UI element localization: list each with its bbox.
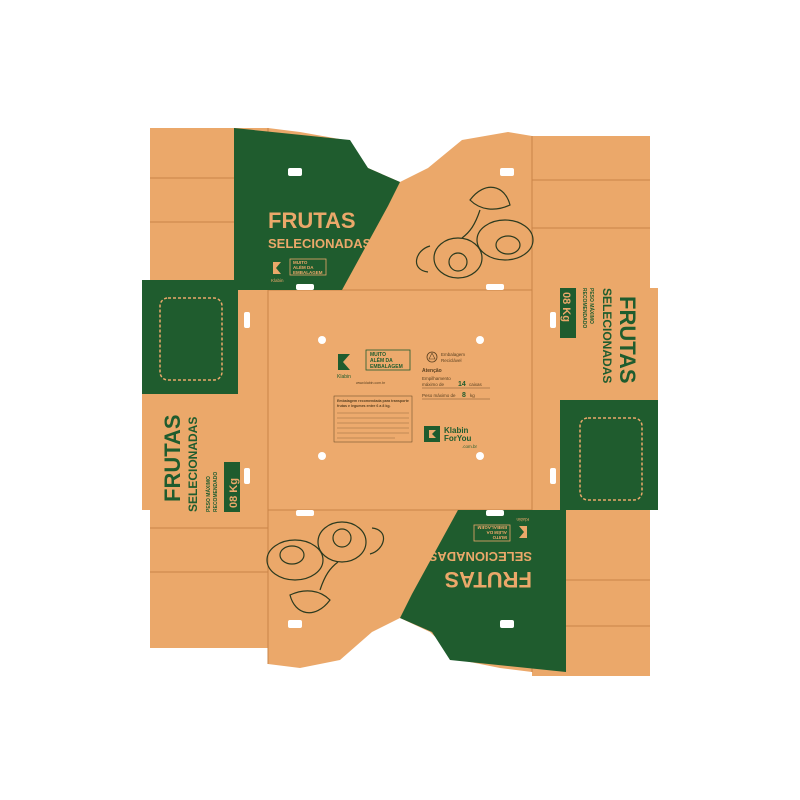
stacking-label-1: Empilhamento xyxy=(422,376,451,381)
vent-hole xyxy=(318,452,326,460)
bottom-green-print xyxy=(400,510,566,672)
klabin-logo-icon xyxy=(424,426,440,442)
hand-hole xyxy=(500,620,514,628)
klabin-logo-icon xyxy=(519,526,527,538)
footer-logo-2: ForYou xyxy=(444,434,472,443)
stacking-value: 14 xyxy=(458,381,466,388)
right-green-band xyxy=(560,400,658,510)
right-weight-label-2: RECOMENDADO xyxy=(581,288,587,328)
bottom-title: FRUTAS xyxy=(444,567,532,592)
hand-hole xyxy=(288,620,302,628)
recycle-label-2: Reciclável xyxy=(441,358,462,363)
attention-label: Atenção xyxy=(422,368,442,374)
left-title: FRUTAS xyxy=(160,414,185,502)
base-website: www.klabin.com.br xyxy=(356,381,386,385)
weight-unit: kg xyxy=(470,393,475,398)
info-table xyxy=(333,395,413,443)
base-tagline-2: ALÉM DA xyxy=(370,356,393,364)
vent-hole xyxy=(476,452,484,460)
right-panel-print: FRUTAS SELECIONADAS PESO MÁXIMO RECOMEND… xyxy=(560,288,640,384)
right-subtitle: SELECIONADAS xyxy=(600,288,614,383)
slot xyxy=(550,468,556,484)
top-tagline-2: ALÉM DA xyxy=(293,263,314,270)
bottom-tagline-box xyxy=(473,524,511,542)
slot xyxy=(486,510,504,516)
slot xyxy=(244,312,250,328)
footer-logo-1: Klabin xyxy=(444,426,469,435)
top-brand: Klabin xyxy=(271,278,284,283)
slot xyxy=(244,468,250,484)
left-panel-print: FRUTAS SELECIONADAS PESO MÁXIMO RECOMEND… xyxy=(160,414,240,512)
recycle-icon xyxy=(426,351,438,363)
base-panel xyxy=(268,290,532,510)
right-title: FRUTAS xyxy=(615,296,640,384)
info-heading-1: Embalagem recomendada para transporte xyxy=(337,399,409,403)
top-panel-print: FRUTAS SELECIONADAS Klabin MUITO ALÉM DA… xyxy=(268,208,372,283)
right-weight-label-1: PESO MÁXIMO xyxy=(588,288,595,324)
klabin-logo-icon xyxy=(273,262,281,274)
vent-hole xyxy=(476,336,484,344)
hand-hole xyxy=(500,168,514,176)
right-label-box xyxy=(579,417,643,501)
vent-hole xyxy=(318,336,326,344)
base-panel-print: Klabin MUITO ALÉM DA EMBALAGEM www.klabi… xyxy=(333,349,490,449)
info-heading-2: frutas e legumes entre 6 a 8 kg. xyxy=(337,404,391,408)
weight-label: Peso máximo de xyxy=(422,393,456,398)
top-tagline-box xyxy=(289,258,327,276)
left-green-band xyxy=(142,280,238,394)
bottom-tagline-2: ALÉM DA xyxy=(486,530,507,537)
base-tagline-1: MUITO xyxy=(370,352,386,358)
fruit-illustration xyxy=(266,521,384,614)
base-tagline-box xyxy=(365,349,411,371)
slot xyxy=(486,284,504,290)
fruit-illustration xyxy=(416,186,534,279)
bottom-tagline-1: MUITO xyxy=(492,535,507,540)
base-tagline-3: EMBALAGEM xyxy=(370,364,403,370)
top-tagline-3: EMBALAGEM xyxy=(293,270,323,275)
top-subtitle: SELECIONADAS xyxy=(268,236,372,251)
base-brand: Klabin xyxy=(337,374,351,380)
slot xyxy=(550,312,556,328)
bottom-panel-print: FRUTAS SELECIONADAS Klabin MUITO ALÉM DA… xyxy=(428,517,532,592)
slot xyxy=(296,510,314,516)
stacking-unit: caixas xyxy=(469,382,483,387)
bottom-tagline-3: EMBALAGEM xyxy=(477,525,507,530)
bottom-subtitle: SELECIONADAS xyxy=(428,549,532,564)
slot xyxy=(296,284,314,290)
left-subtitle: SELECIONADAS xyxy=(186,417,200,512)
right-weight-value: 08 Kg xyxy=(560,292,572,322)
right-top-flap xyxy=(532,136,650,288)
left-weight-badge xyxy=(224,462,240,512)
bottom-brand: Klabin xyxy=(516,517,529,522)
recycle-label-1: Embalagem xyxy=(441,352,465,357)
klabin-logo-icon xyxy=(338,354,350,370)
info-table-lines xyxy=(337,412,409,439)
left-weight-label-2: RECOMENDADO xyxy=(213,472,219,512)
right-weight-badge xyxy=(560,288,576,338)
left-label-box xyxy=(159,297,223,381)
footer-logo-3: .com.br xyxy=(462,444,478,449)
left-weight-value: 08 Kg xyxy=(228,478,240,508)
top-tagline-1: MUITO xyxy=(293,260,308,265)
left-weight-label-1: PESO MÁXIMO xyxy=(205,476,212,512)
top-green-print xyxy=(234,128,400,290)
top-title: FRUTAS xyxy=(268,208,356,233)
stacking-label-2: máximo de xyxy=(422,382,445,387)
cutouts xyxy=(244,168,556,628)
weight-value: 8 xyxy=(462,392,466,399)
hand-hole xyxy=(288,168,302,176)
